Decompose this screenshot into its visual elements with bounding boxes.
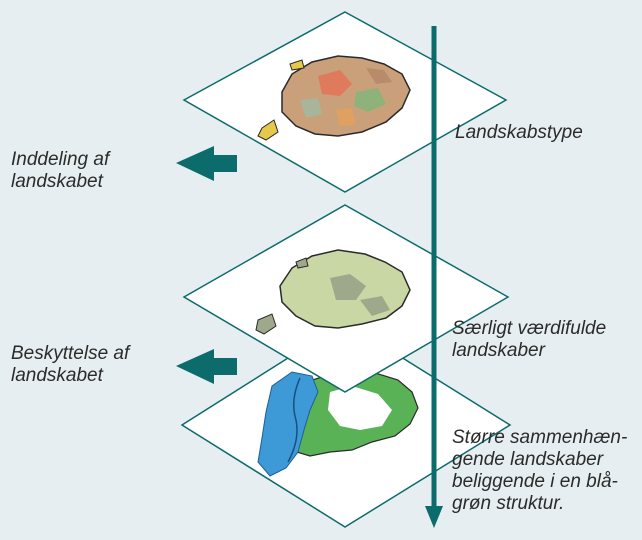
label-line: Større sammenhæn- (452, 427, 628, 448)
landscape-type-patch (318, 70, 352, 96)
label-beskyttelse: Beskyttelse af landskabet (11, 343, 129, 387)
island-southwest (255, 313, 277, 335)
valuable-landscape-patch (360, 296, 390, 316)
island-small (295, 257, 309, 269)
label-line: landskabet (11, 365, 103, 386)
layer-valuable-landscapes (182, 204, 510, 393)
arrow-left-icon (176, 146, 237, 181)
label-line: Landskabstype (455, 122, 583, 143)
landscape-type-patch (366, 68, 392, 84)
label-line: Inddeling af (11, 149, 110, 170)
label-landskabstype: Landskabstype (455, 122, 583, 144)
white-core-area (328, 386, 392, 430)
label-saerligt-vaerdifulde: Særligt værdifulde landskaber (452, 318, 606, 362)
layer-landscape-types (182, 11, 508, 193)
layer-blue-green-structure (180, 321, 512, 528)
label-line: landskaber (452, 340, 545, 361)
label-line: landskabet (11, 171, 103, 192)
blue-river-line (287, 377, 301, 463)
landscape-type-patch (354, 88, 386, 112)
landscape-type-patch (336, 108, 356, 126)
label-line: gende landskaber (452, 449, 604, 470)
arrow-left-icon (176, 349, 237, 384)
label-line: beliggende i en blå- (452, 471, 618, 492)
label-line: grøn struktur. (452, 493, 565, 514)
blue-structure-map (257, 371, 319, 477)
valuable-landscape-patch (330, 274, 366, 300)
island-yellow (257, 119, 279, 141)
arrow-down-icon (425, 26, 443, 528)
label-line: Særligt værdifulde (452, 318, 607, 339)
label-stoerre-sammenhaengende: Større sammenhæn- gende landskaber belig… (452, 427, 627, 515)
landscape-type-patch (300, 98, 322, 118)
label-line: Beskyttelse af (11, 343, 130, 364)
label-inddeling: Inddeling af landskabet (11, 149, 109, 193)
island-small (289, 59, 305, 71)
